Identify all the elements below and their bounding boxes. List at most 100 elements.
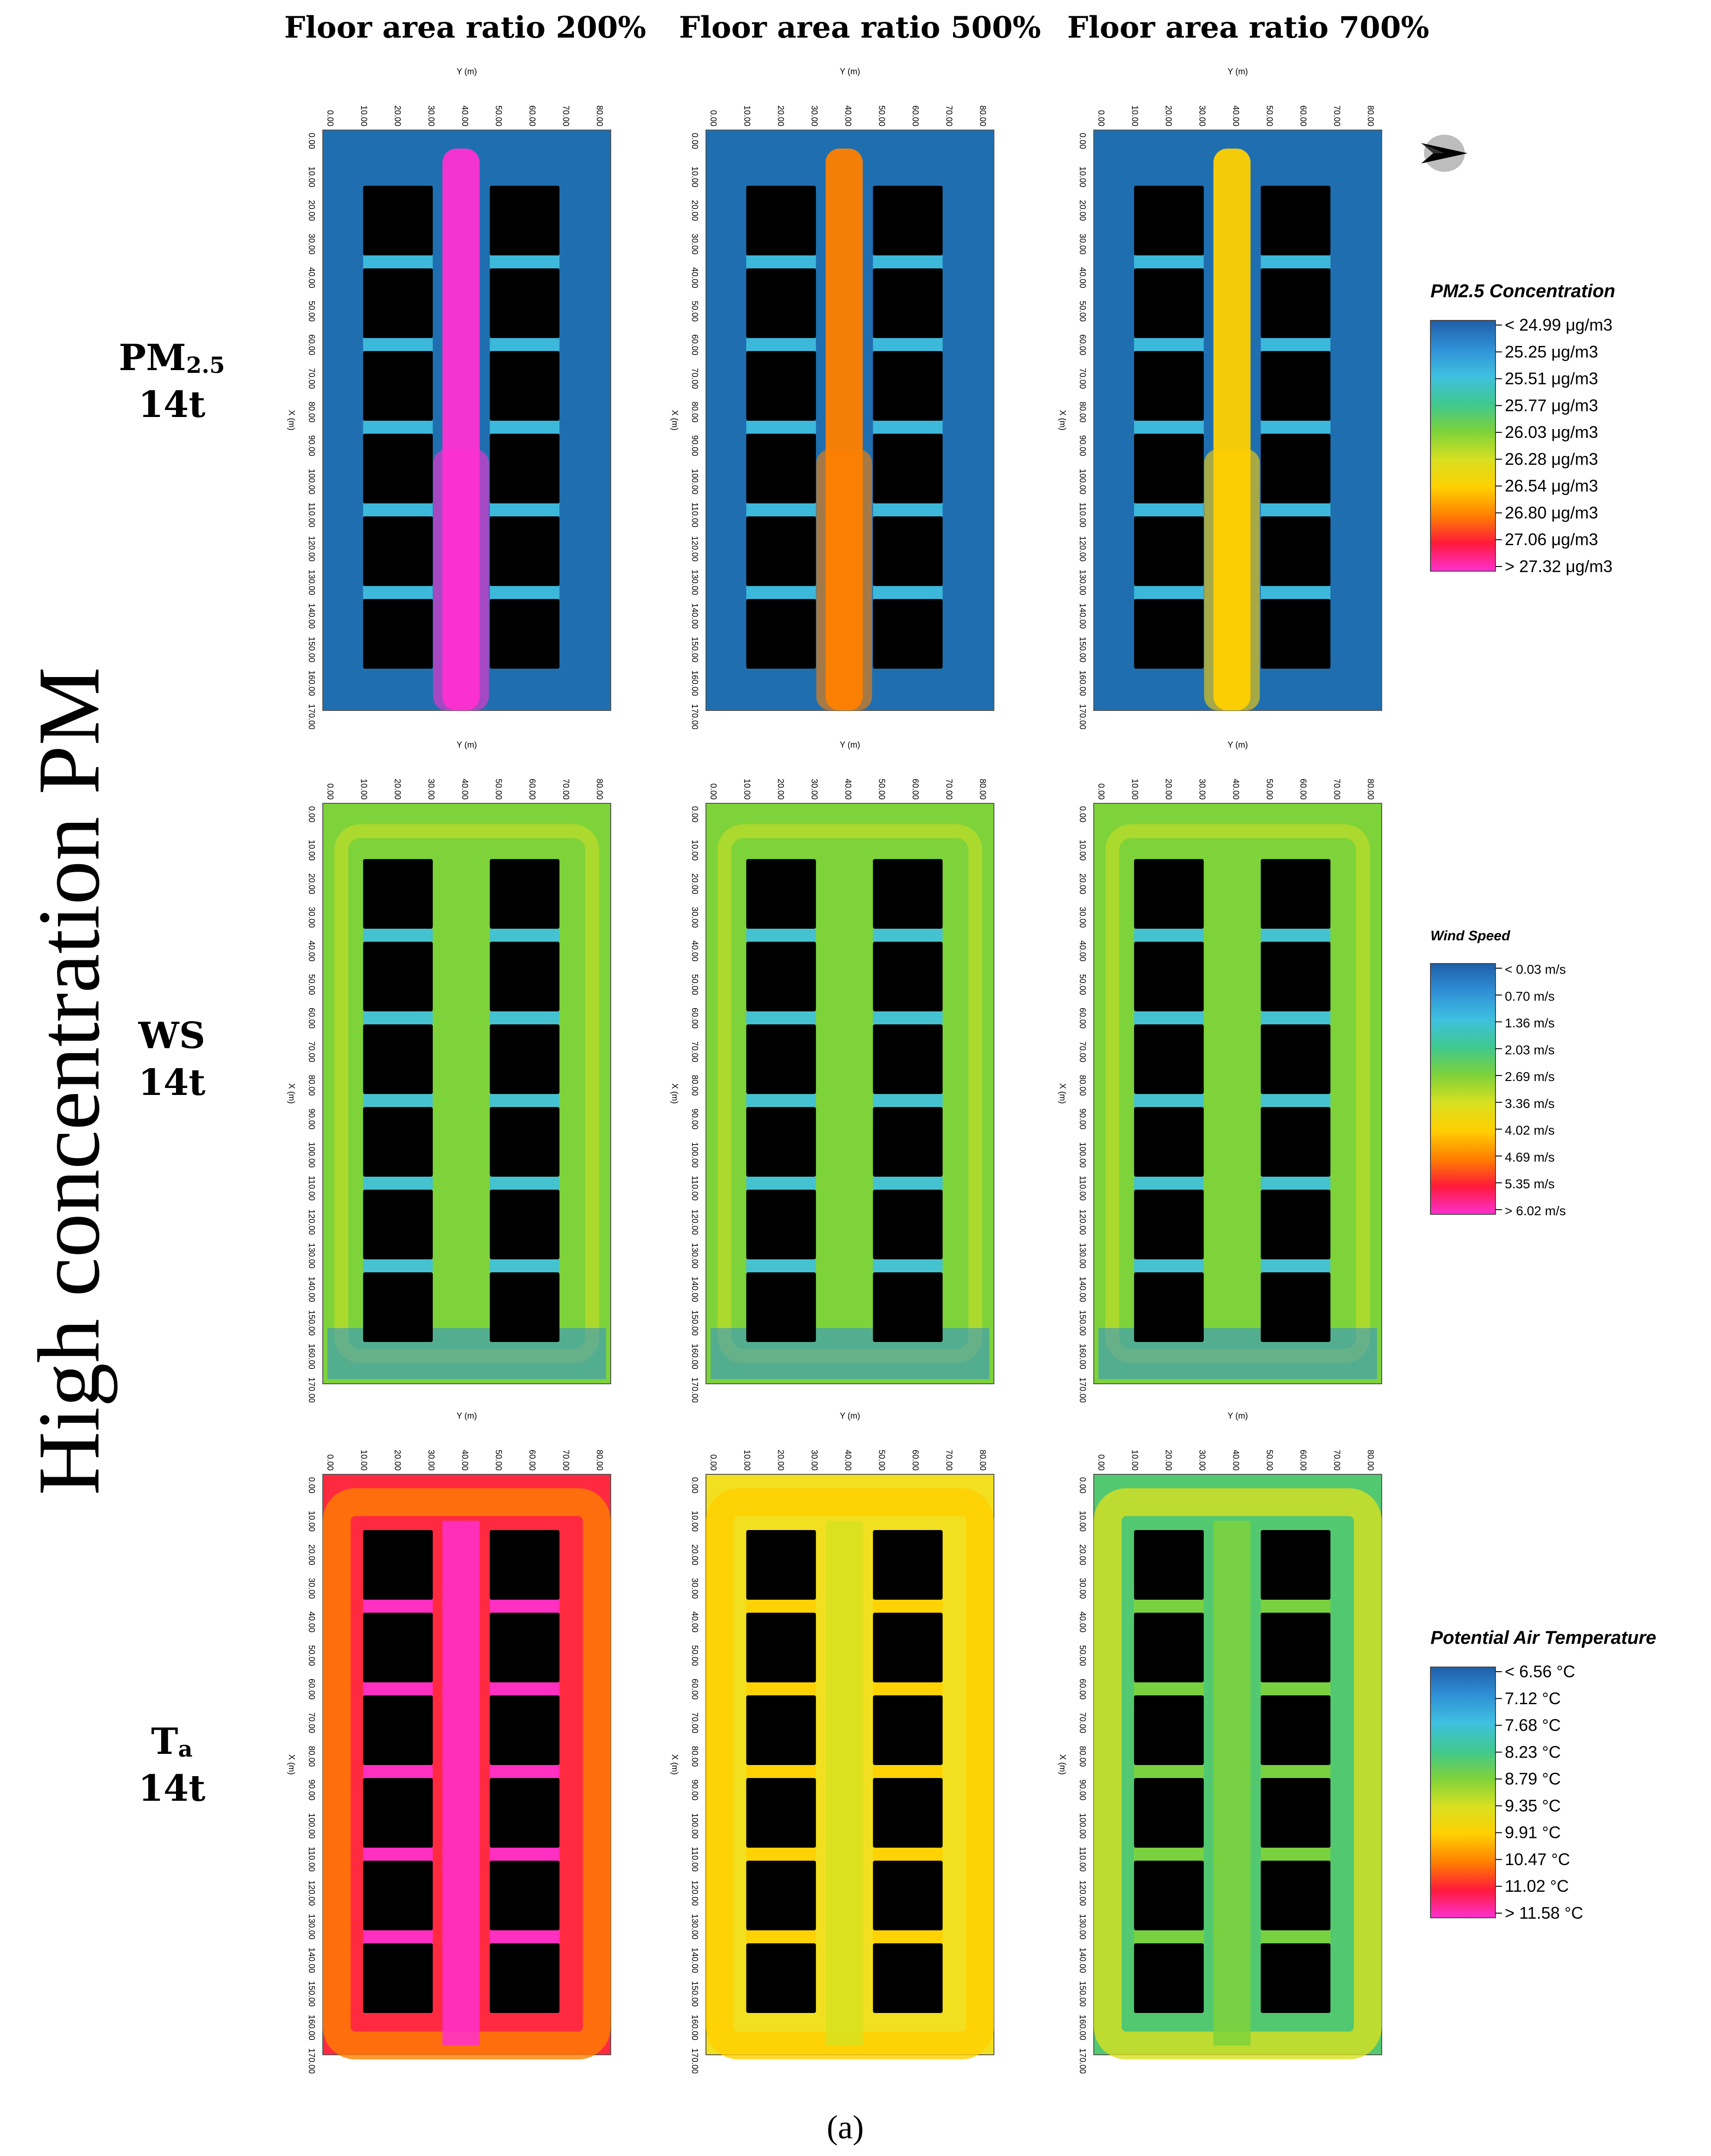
building-block: [746, 1778, 816, 1848]
x-tick-label: 140.00: [307, 1277, 316, 1302]
building-gap: [746, 586, 816, 599]
column-header-700: Floor area ratio 700%: [1067, 10, 1430, 45]
y-tick-label: 30.00: [1198, 105, 1207, 126]
x-tick-label: 10.00: [307, 166, 316, 187]
row-label-ws-time: 14t: [138, 1062, 206, 1104]
building-block: [1260, 1861, 1331, 1930]
x-tick-label: 10.00: [690, 166, 699, 187]
building-block: [363, 859, 433, 929]
x-tick-label: 140.00: [307, 1948, 316, 1973]
x-tick-label: 30.00: [1078, 1578, 1087, 1599]
building-block: [873, 859, 943, 929]
x-tick-label: 150.00: [307, 1981, 316, 2006]
x-tick-label: 40.00: [690, 940, 699, 961]
x-tick-label: 30.00: [690, 234, 699, 254]
building-gap: [746, 421, 816, 434]
building-gap: [873, 1682, 943, 1695]
y-tick-label: 0.00: [709, 1454, 718, 1471]
building-block: [1134, 1613, 1204, 1682]
legend-label: 9.91 °C: [1505, 1823, 1561, 1842]
x-tick-label: 160.00: [690, 2015, 699, 2040]
building-gap: [1134, 1011, 1204, 1024]
x-tick-label: 80.00: [1078, 1075, 1087, 1096]
x-axis-label: X (m): [287, 1083, 296, 1104]
x-tick-label: 150.00: [1078, 1310, 1087, 1335]
legend-label: > 27.32 μg/m3: [1505, 557, 1613, 576]
y-axis-label: Y (m): [1228, 1411, 1248, 1420]
building-block: [746, 434, 816, 503]
legend-title: PM2.5 Concentration: [1430, 281, 1615, 301]
building-block: [1260, 1107, 1331, 1177]
y-tick-label: 20.00: [776, 105, 785, 126]
legend-label: 5.35 m/s: [1505, 1177, 1554, 1191]
building-gap: [746, 1682, 816, 1695]
y-tick-label: 40.00: [843, 105, 853, 126]
x-tick-label: 80.00: [690, 1746, 699, 1767]
x-tick-label: 0.00: [1078, 806, 1087, 822]
x-tick-label: 110.00: [1078, 1176, 1087, 1201]
x-tick-label: 110.00: [690, 1176, 699, 1201]
x-axis-label: X (m): [670, 1083, 679, 1104]
building-block: [746, 268, 816, 338]
x-tick-label: 150.00: [307, 1310, 316, 1335]
building-block: [873, 1272, 943, 1342]
building-block: [873, 1695, 943, 1765]
row-label-ws: WS 14t: [102, 1012, 242, 1107]
y-tick-label: 80.00: [595, 105, 604, 126]
y-tick-label: 60.00: [528, 779, 537, 800]
building-block: [1260, 1943, 1331, 2013]
legend-label: 26.54 μg/m3: [1505, 476, 1598, 495]
building-block: [873, 186, 943, 255]
y-tick-label: 20.00: [776, 779, 785, 800]
x-tick-label: 40.00: [307, 940, 316, 961]
x-axis-label: X (m): [670, 410, 679, 430]
y-tick-label: 20.00: [1164, 1450, 1173, 1471]
building-gap: [873, 1094, 943, 1107]
x-tick-label: 30.00: [1078, 907, 1087, 928]
building-gap: [1260, 1765, 1331, 1778]
y-tick-label: 40.00: [843, 779, 853, 800]
x-tick-label: 40.00: [1078, 1611, 1087, 1632]
building-block: [363, 1272, 433, 1342]
building-gap: [363, 421, 433, 434]
x-tick-label: 50.00: [690, 974, 699, 995]
x-tick-label: 70.00: [307, 368, 316, 389]
y-tick-label: 50.00: [877, 779, 887, 800]
building-block: [490, 186, 560, 255]
y-axis-label: Y (m): [840, 1411, 860, 1420]
building-gap: [746, 338, 816, 351]
legend-label: < 6.56 °C: [1505, 1662, 1575, 1681]
legend-label: 10.47 °C: [1505, 1850, 1570, 1869]
row-label-pm25-sub: 2.5: [186, 352, 225, 378]
building-block: [746, 186, 816, 255]
legend-label: 8.23 °C: [1505, 1742, 1561, 1761]
building-block: [1134, 1530, 1204, 1600]
y-tick-label: 50.00: [1265, 1450, 1274, 1471]
legend-label: 4.69 m/s: [1505, 1150, 1554, 1164]
x-tick-label: 20.00: [690, 200, 699, 221]
x-tick-label: 120.00: [1078, 536, 1087, 561]
building-block: [1260, 516, 1331, 586]
x-tick-label: 150.00: [690, 1981, 699, 2006]
x-tick-label: 130.00: [690, 570, 699, 595]
building-gap: [1134, 1765, 1204, 1778]
x-tick-label: 120.00: [690, 1880, 699, 1906]
y-tick-label: 80.00: [978, 1450, 987, 1471]
x-axis-label: X (m): [1058, 1754, 1067, 1775]
building-block: [490, 1107, 560, 1177]
x-tick-label: 90.00: [307, 435, 316, 456]
x-tick-label: 90.00: [690, 1108, 699, 1129]
caption-text: (a): [827, 2109, 864, 2146]
x-tick-label: 10.00: [1078, 166, 1087, 187]
y-tick-label: 70.00: [562, 1450, 571, 1471]
x-tick-label: 150.00: [1078, 1981, 1087, 2006]
column-header-200: Floor area ratio 200%: [284, 10, 647, 45]
building-block: [490, 1190, 560, 1259]
building-gap: [1260, 1930, 1331, 1943]
x-tick-label: 130.00: [307, 1243, 316, 1269]
